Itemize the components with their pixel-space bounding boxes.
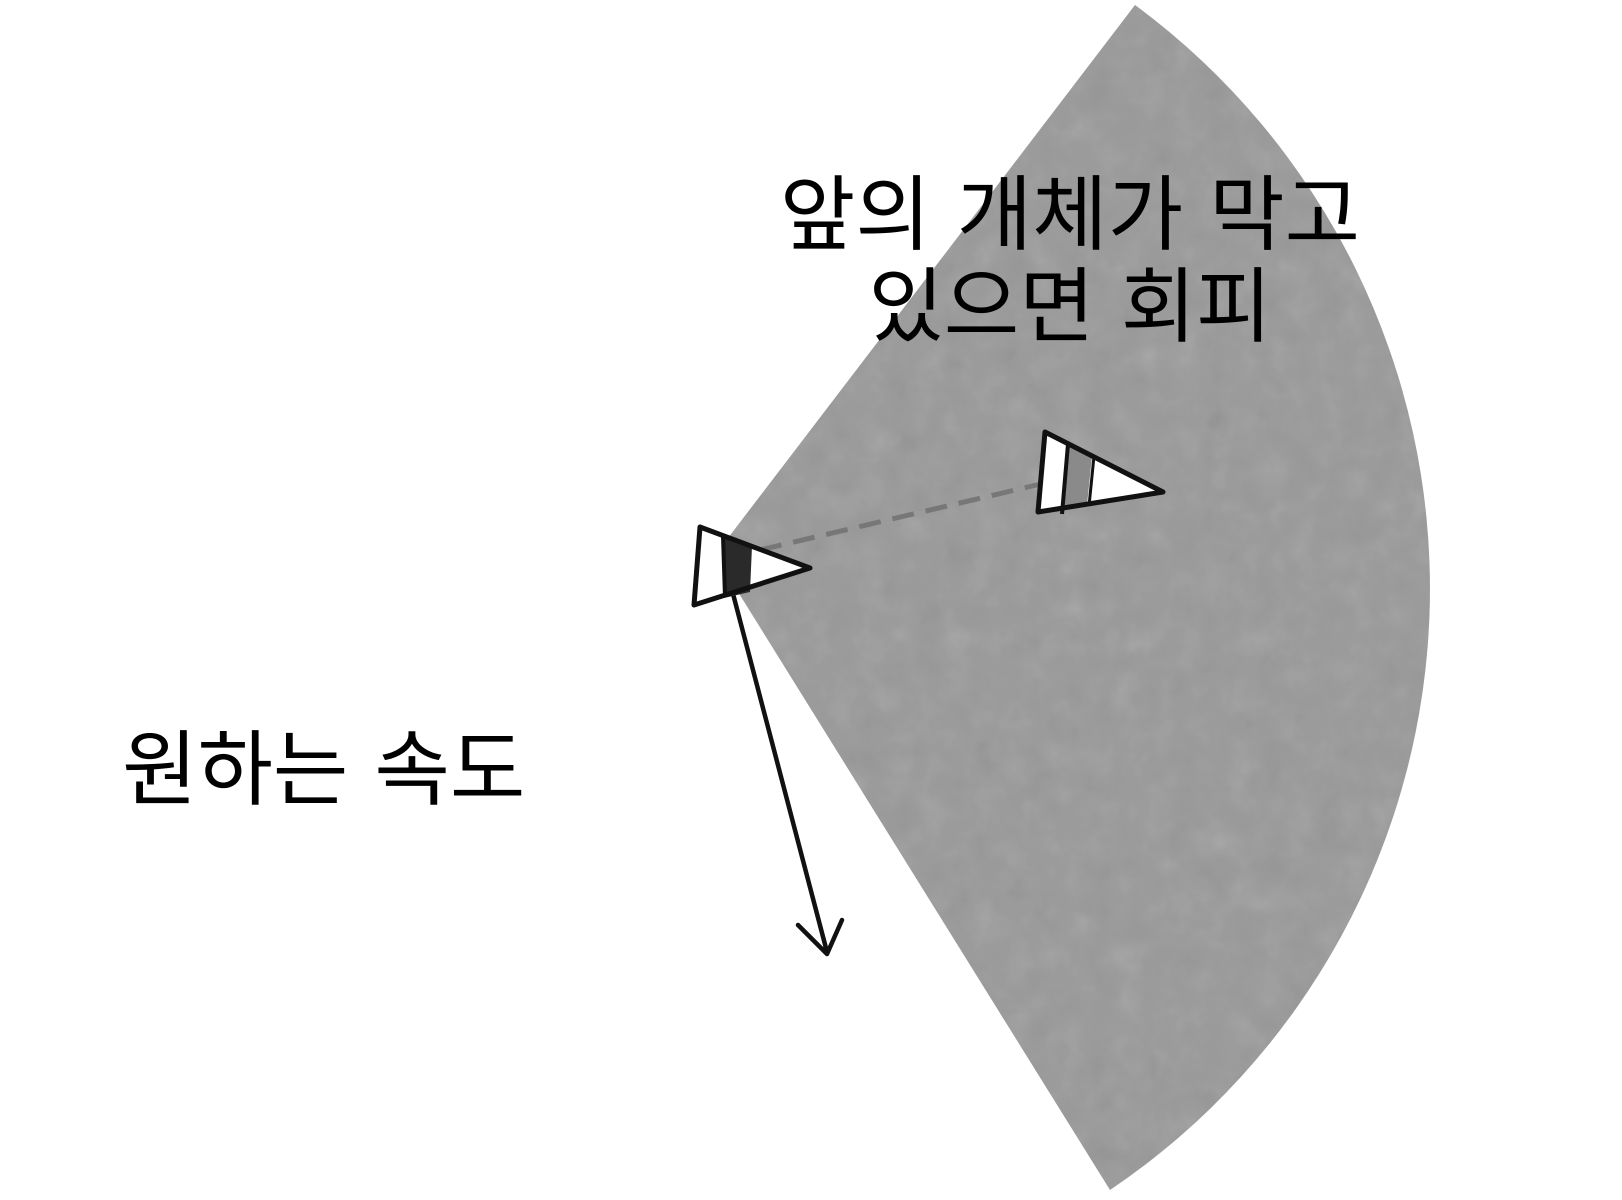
- avoidance-label-line1: 앞의 개체가 막고: [779, 168, 1361, 263]
- avoidance-label: 앞의 개체가 막고 있으면 회피: [720, 170, 1420, 354]
- neighbor-agent-triangle: [1035, 429, 1166, 515]
- desired-velocity-arrow: [729, 587, 845, 957]
- agent-triangle: [691, 524, 813, 608]
- desired-velocity-label: 원하는 속도: [122, 723, 526, 818]
- vision-cone: [715, 5, 1430, 1190]
- avoidance-label-line2: 있으면 회피: [868, 259, 1272, 355]
- neighbor-link-dashed-line: [759, 480, 1046, 553]
